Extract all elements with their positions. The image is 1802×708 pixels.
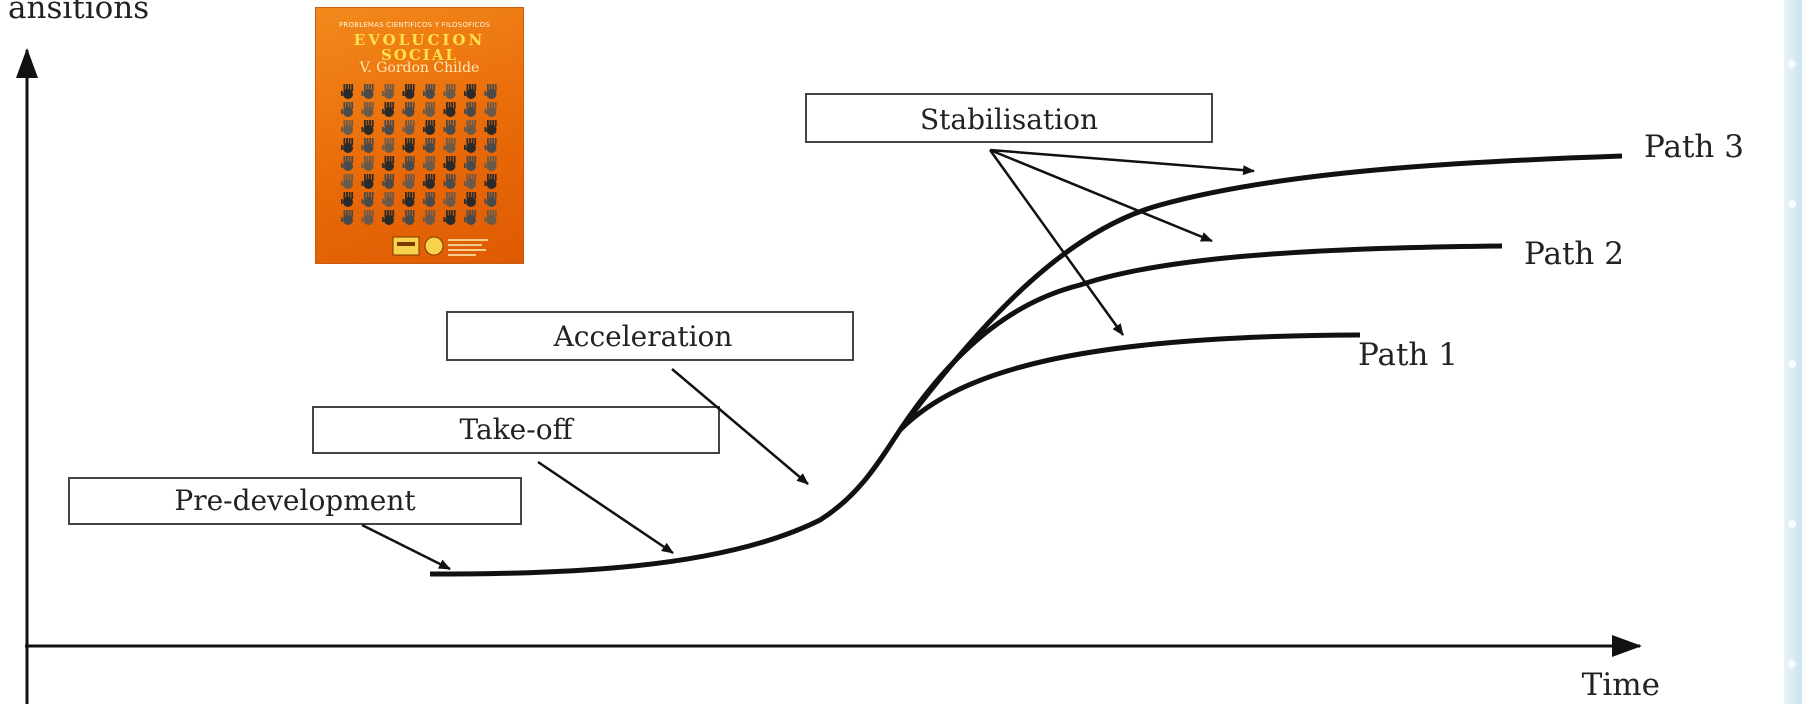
hand-print-icon <box>443 174 456 189</box>
book-title-line1: EVOLUCION <box>353 31 486 49</box>
hand-print-icon <box>382 102 395 117</box>
hand-print-icon <box>464 192 477 207</box>
hand-print-icon <box>341 156 354 171</box>
book-series: PROBLEMAS CIENTIFICOS Y FILOSOFICOS <box>339 21 490 29</box>
hand-print-icon <box>423 210 436 225</box>
acceleration-arrow <box>671 368 809 485</box>
hand-print-icon <box>484 84 497 99</box>
hand-print-icon <box>361 174 374 189</box>
hand-print-icon <box>382 192 395 207</box>
path-3-curve <box>898 153 1623 432</box>
hand-print-icon <box>402 102 415 117</box>
hand-print-icon <box>361 138 374 153</box>
hand-print-icon <box>484 102 497 117</box>
hand-print-icon <box>382 210 395 225</box>
book-author: V. Gordon Childe <box>359 60 480 76</box>
hand-print-icon <box>464 174 477 189</box>
hand-print-icon <box>464 84 477 99</box>
hand-print-icon <box>443 210 456 225</box>
hand-print-icon <box>361 156 374 171</box>
hand-print-icon <box>423 156 436 171</box>
hand-print-icon <box>484 120 497 135</box>
hand-print-icon <box>484 192 497 207</box>
hand-print-icon <box>443 102 456 117</box>
hand-print-icon <box>361 192 374 207</box>
hand-print-icon <box>341 138 354 153</box>
pre-development-box <box>68 477 522 525</box>
hand-print-icon <box>382 174 395 189</box>
hand-print-icon <box>341 210 354 225</box>
hand-print-icon <box>443 84 456 99</box>
hand-print-icon <box>464 120 477 135</box>
hand-print-icon <box>382 138 395 153</box>
hand-print-icon <box>402 192 415 207</box>
x-axis-label: Time <box>1582 667 1660 703</box>
hand-print-icon <box>382 156 395 171</box>
hand-print-icon <box>464 210 477 225</box>
hand-print-icon <box>361 102 374 117</box>
stabilisation-box <box>805 93 1213 143</box>
hand-print-icon <box>423 84 436 99</box>
hand-print-icon <box>464 138 477 153</box>
hand-print-icon <box>341 102 354 117</box>
hands-pattern <box>341 84 497 225</box>
path-2-label: Path 2 <box>1524 236 1624 272</box>
publisher-logos <box>392 236 488 256</box>
stabilisation-label: Stabilisation <box>920 103 1098 136</box>
hand-print-icon <box>484 174 497 189</box>
acceleration-box <box>446 311 854 361</box>
hand-print-icon <box>423 102 436 117</box>
pre-development-arrow <box>361 523 451 571</box>
hand-print-icon <box>382 84 395 99</box>
s-curve-trunk <box>429 428 903 577</box>
book-cover-image: PROBLEMAS CIENTIFICOS Y FILOSOFICOS EVOL… <box>315 7 524 264</box>
hand-print-icon <box>402 156 415 171</box>
hand-print-icon <box>361 210 374 225</box>
hand-print-icon <box>443 156 456 171</box>
stabilisation-arrow-path-1 <box>988 149 1125 336</box>
hand-print-icon <box>423 192 436 207</box>
take-off-box <box>312 406 720 454</box>
hand-print-icon <box>423 138 436 153</box>
hand-print-icon <box>402 138 415 153</box>
hand-print-icon <box>484 210 497 225</box>
hand-print-icon <box>341 120 354 135</box>
hand-print-icon <box>443 138 456 153</box>
hand-print-icon <box>464 102 477 117</box>
hand-print-icon <box>402 84 415 99</box>
hand-print-icon <box>423 174 436 189</box>
path-1-curve <box>898 332 1361 432</box>
hand-print-icon <box>484 156 497 171</box>
hand-print-icon <box>402 120 415 135</box>
hand-print-icon <box>341 174 354 189</box>
hand-print-icon <box>382 120 395 135</box>
decorative-edge-strip <box>1784 0 1802 704</box>
hand-print-icon <box>402 210 415 225</box>
hand-print-icon <box>443 192 456 207</box>
pre-development-label: Pre-development <box>174 484 416 517</box>
hand-print-icon <box>443 120 456 135</box>
stabilisation-arrow-path-3 <box>989 148 1255 176</box>
path-3-label: Path 3 <box>1644 129 1744 165</box>
take-off-label: Take-off <box>460 413 575 446</box>
hand-print-icon <box>341 192 354 207</box>
hand-print-icon <box>341 84 354 99</box>
hand-print-icon <box>464 156 477 171</box>
hand-print-icon <box>423 120 436 135</box>
hand-print-icon <box>361 84 374 99</box>
path-1-label: Path 1 <box>1358 337 1458 373</box>
hand-print-icon <box>402 174 415 189</box>
hand-print-icon <box>484 138 497 153</box>
acceleration-label: Acceleration <box>553 320 733 353</box>
y-axis-label: ansitions <box>8 0 149 26</box>
hand-print-icon <box>361 120 374 135</box>
take-off-arrow <box>537 460 674 555</box>
stabilisation-arrow-path-2 <box>989 148 1213 243</box>
book-title-line2: SOCIAL <box>380 46 459 64</box>
